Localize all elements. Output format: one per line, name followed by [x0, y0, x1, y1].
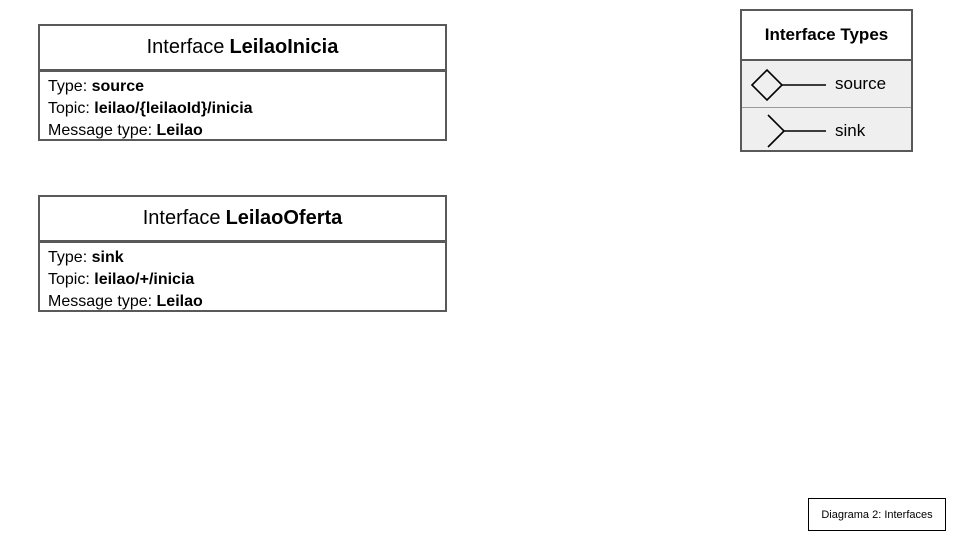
legend-label-sink: sink [835, 121, 866, 140]
type-line: Type: source [48, 76, 437, 98]
interface-types-legend: Interface Types source sink [740, 9, 913, 152]
message-type-value: Leilao [156, 293, 203, 310]
message-type-line: Message type: Leilao [48, 291, 437, 313]
type-label: Type: [48, 78, 88, 95]
interface-prefix: Interface [146, 36, 225, 58]
message-type-label: Message type: [48, 293, 153, 310]
legend-item-sink: sink [742, 107, 911, 154]
interface-box-leilaooferta: Interface LeilaoOferta Type: sink Topic:… [38, 195, 447, 312]
topic-line: Topic: leilao/+/inicia [48, 269, 437, 291]
fork-sink-icon [767, 114, 826, 148]
message-type-label: Message type: [48, 122, 153, 139]
diamond-source-icon [750, 68, 826, 102]
interface-details: Type: sink Topic: leilao/+/inicia Messag… [40, 243, 445, 314]
interface-name: LeilaoInicia [229, 36, 339, 58]
topic-label: Topic: [48, 271, 90, 288]
interface-details: Type: source Topic: leilao/{leilaoId}/in… [40, 72, 445, 143]
interface-box-leilaoinicia: Interface LeilaoInicia Type: source Topi… [38, 24, 447, 141]
topic-value: leilao/+/inicia [94, 271, 195, 288]
legend-title: Interface Types [742, 11, 911, 61]
type-value: source [91, 78, 145, 95]
topic-line: Topic: leilao/{leilaoId}/inicia [48, 98, 437, 120]
topic-value: leilao/{leilaoId}/inicia [94, 100, 253, 117]
legend-label-source: source [835, 74, 887, 93]
message-type-value: Leilao [156, 122, 203, 139]
interface-name: LeilaoOferta [225, 207, 343, 229]
topic-label: Topic: [48, 100, 90, 117]
type-line: Type: sink [48, 247, 437, 269]
type-value: sink [91, 249, 124, 266]
interface-header: Interface LeilaoInicia [40, 26, 445, 72]
legend-item-source: source [742, 61, 911, 107]
message-type-line: Message type: Leilao [48, 120, 437, 142]
diagram-caption: Diagrama 2: Interfaces [808, 498, 946, 531]
type-label: Type: [48, 249, 88, 266]
interface-prefix: Interface [142, 207, 221, 229]
interface-header: Interface LeilaoOferta [40, 197, 445, 243]
